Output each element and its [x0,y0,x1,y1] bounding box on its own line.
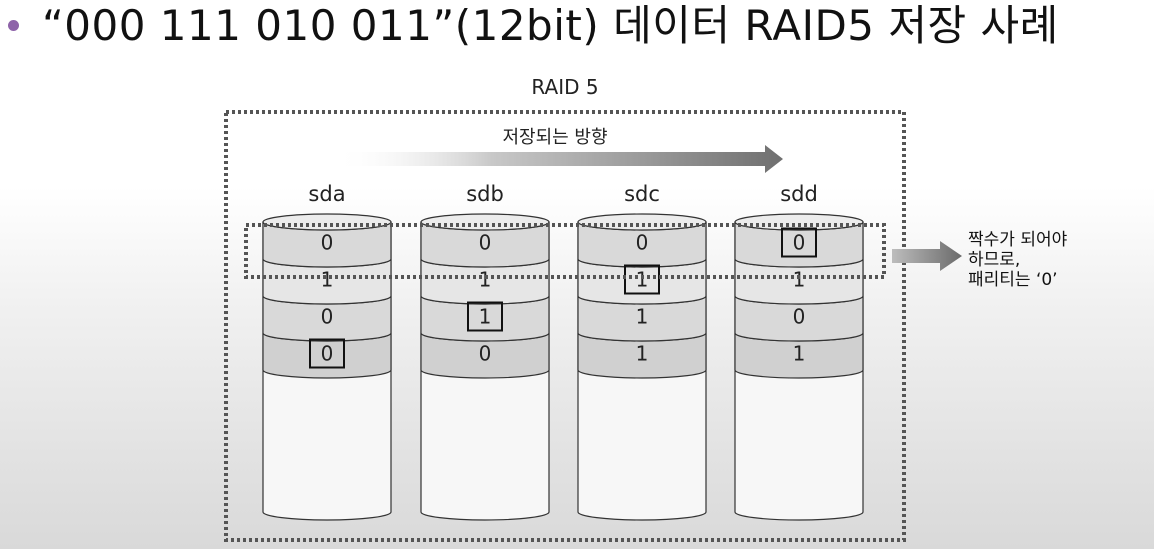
stripe-value: 1 [479,268,492,292]
stripe-value: 0 [793,231,806,255]
parity-row-highlight [244,223,886,279]
disk-top-cap [262,213,392,231]
direction-arrow [335,145,783,173]
stripe-value: 0 [479,231,492,255]
raid-outer-box [224,110,906,542]
stripe-value: 0 [321,231,334,255]
stripe-value: 1 [321,268,334,292]
parity-note-line: 짝수가 되어야 [968,230,1068,250]
disk-name-label: sdc [624,182,660,206]
disk-name-label: sda [308,182,345,206]
parity-box [309,338,345,369]
stripe-value: 0 [321,342,334,366]
disk-sdd: sdd 0 1 0 1 [734,182,864,521]
stripe-value: 1 [793,342,806,366]
disk-top-cap [577,213,707,231]
disk-top-cap [420,213,550,231]
parity-note-line: 하므로, [968,250,1021,270]
raid-label: RAID 5 [531,75,598,99]
stripe-value: 0 [793,305,806,329]
parity-box [467,301,503,332]
parity-box [624,264,660,295]
parity-box [781,227,817,258]
stripe-value: 1 [793,268,806,292]
stripe-value: 1 [479,305,492,329]
bullet-icon [8,20,19,31]
stripe-value: 0 [321,305,334,329]
parity-note-line: 패리티는 ‘0’ [968,270,1058,290]
direction-label: 저장되는 방향 [502,127,607,148]
stripe-value: 0 [479,342,492,366]
stripe-value: 1 [636,305,649,329]
stripe-value: 1 [636,342,649,366]
disk-name-label: sdd [780,182,818,206]
disk-sdb: sdb 0 1 1 0 [420,182,550,521]
stripe-value: 0 [636,231,649,255]
disk-name-label: sdb [466,182,504,206]
disk-sda: sda 0 1 0 0 [262,182,392,521]
parity-note: 짝수가 되어야 하므로, 패리티는 ‘0’ [968,230,1118,290]
stripe-value: 1 [636,268,649,292]
note-arrow [892,241,962,271]
page-title: “000 111 010 011”(12bit) 데이터 RAID5 저장 사례 [42,1,1059,50]
disk-sdc: sdc 0 1 1 1 [577,182,707,521]
